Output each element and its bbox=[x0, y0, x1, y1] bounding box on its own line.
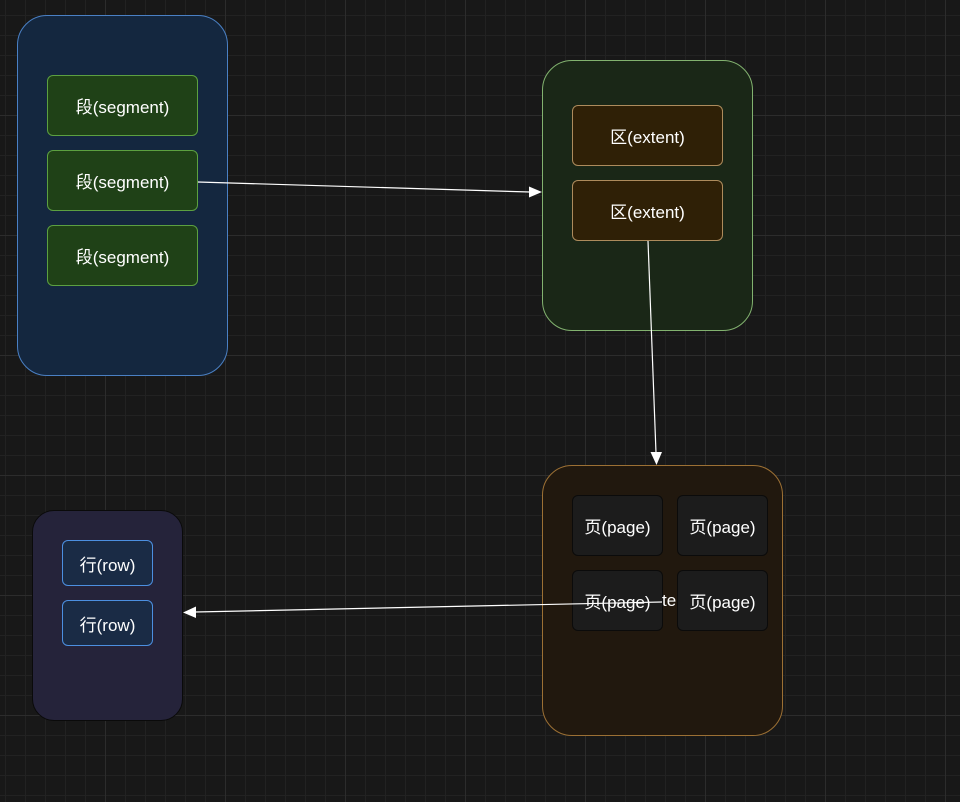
row-node[interactable]: 行(row) bbox=[62, 600, 153, 646]
page-node[interactable]: 页(page) bbox=[677, 570, 768, 631]
row-node[interactable]: 行(row) bbox=[62, 540, 153, 586]
edge-label: te bbox=[662, 591, 676, 610]
segment-node[interactable]: 段(segment) bbox=[47, 150, 198, 211]
page-node[interactable]: 页(page) bbox=[677, 495, 768, 556]
arrow-segment-to-extent[interactable] bbox=[197, 181, 542, 198]
extent-node[interactable]: 区(extent) bbox=[572, 180, 723, 241]
extent-node[interactable]: 区(extent) bbox=[572, 105, 723, 166]
arrow-page-to-row[interactable] bbox=[183, 601, 663, 618]
segment-node[interactable]: 段(segment) bbox=[47, 225, 198, 286]
arrow-extent-to-page[interactable] bbox=[647, 240, 662, 465]
page-node[interactable]: 页(page) bbox=[572, 495, 663, 556]
segment-node[interactable]: 段(segment) bbox=[47, 75, 198, 136]
